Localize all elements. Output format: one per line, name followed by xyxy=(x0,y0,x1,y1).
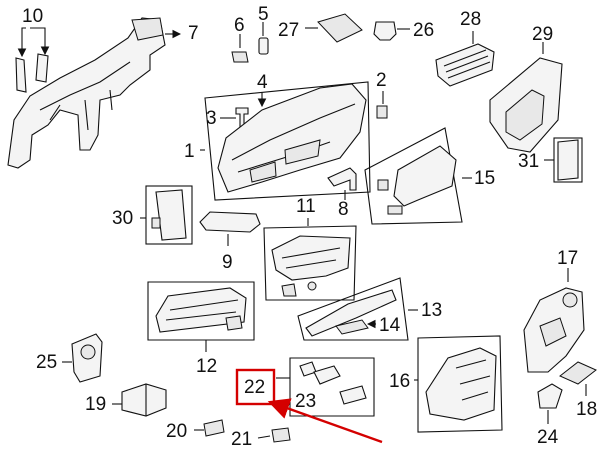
part-25-bezel xyxy=(62,333,103,383)
part-21-clip xyxy=(257,427,291,443)
part-23-switch-assembly xyxy=(276,357,375,417)
part-26-knob xyxy=(373,21,410,41)
part-11-knee-panel xyxy=(263,218,357,301)
callout-6: 6 xyxy=(234,15,245,36)
callout-17: 17 xyxy=(557,248,578,269)
part-24-switch xyxy=(537,383,563,424)
part-6-pad xyxy=(231,34,249,63)
part-1-instrument-panel xyxy=(200,81,371,201)
part-2-clip xyxy=(376,91,388,119)
callout-15: 15 xyxy=(474,168,495,189)
part-10-brackets xyxy=(15,27,50,93)
part-28-vent xyxy=(435,31,495,87)
part-29-bezel xyxy=(489,42,563,153)
callout-25: 25 xyxy=(36,352,57,373)
callout-5: 5 xyxy=(258,4,269,25)
callout-9: 9 xyxy=(222,252,233,273)
callout-8: 8 xyxy=(338,199,349,220)
part-9-duct xyxy=(199,211,261,246)
part-8-bracket xyxy=(327,167,357,200)
part-12-lower-panel xyxy=(147,281,255,352)
callout-14: 14 xyxy=(379,315,401,336)
callout-20: 20 xyxy=(166,421,187,442)
part-19-box xyxy=(112,383,167,417)
callout-11: 11 xyxy=(296,196,316,217)
callout-3: 3 xyxy=(206,108,217,129)
part-18-pad xyxy=(559,361,597,396)
callout-18: 18 xyxy=(576,399,597,420)
highlight-box-22 xyxy=(235,368,276,406)
callout-29: 29 xyxy=(532,24,553,45)
callout-22: 22 xyxy=(244,377,265,398)
part-13-trim-panel xyxy=(297,277,418,341)
callout-13: 13 xyxy=(421,300,442,321)
highlight-arrow xyxy=(267,398,383,444)
callout-19: 19 xyxy=(85,394,106,415)
part-27-mat xyxy=(305,13,363,43)
part-15-panel xyxy=(364,127,472,225)
callout-23: 23 xyxy=(295,391,316,412)
part-16-console xyxy=(414,335,503,433)
callout-16: 16 xyxy=(389,371,410,392)
part-7-cross-car-beam xyxy=(7,17,182,169)
callout-7: 7 xyxy=(188,23,199,44)
callout-12: 12 xyxy=(196,356,217,377)
part-20-pad xyxy=(194,419,225,437)
callout-4: 4 xyxy=(257,72,268,93)
callout-21: 21 xyxy=(231,429,252,450)
callout-2: 2 xyxy=(376,70,387,91)
part-31-trim xyxy=(544,137,583,183)
callout-26: 26 xyxy=(413,20,434,41)
part-5-clip xyxy=(258,22,269,55)
callout-10: 10 xyxy=(22,6,43,27)
part-17-console-side xyxy=(523,268,585,373)
part-30-bracket xyxy=(140,185,193,245)
callout-30: 30 xyxy=(112,208,133,229)
callout-27: 27 xyxy=(278,20,299,41)
callout-1: 1 xyxy=(184,141,195,162)
callout-28: 28 xyxy=(460,9,481,30)
callout-24: 24 xyxy=(537,427,559,448)
callout-31: 31 xyxy=(518,151,539,172)
